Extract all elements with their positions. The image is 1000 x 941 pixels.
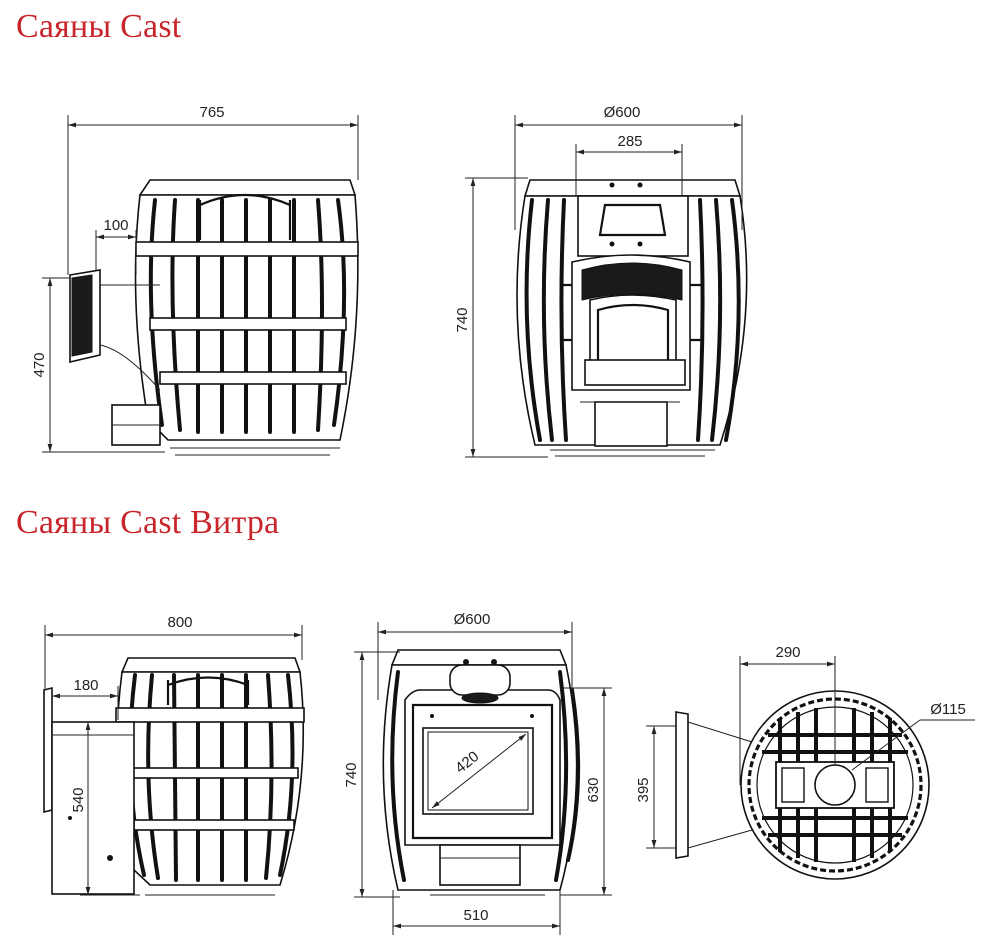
dim-740-vitra: 740 [343, 762, 360, 787]
dim-180: 180 [73, 677, 98, 694]
dim-540: 540 [70, 787, 87, 812]
dim-395: 395 [635, 777, 652, 802]
title-cast-vitra: Саяны Cast Витра [16, 504, 280, 541]
dim-285: 285 [617, 133, 642, 150]
dim-470: 470 [31, 352, 48, 377]
vitra-top-dims: 290 Ø115 395 [635, 644, 975, 849]
vitra-front-view [382, 649, 581, 896]
dim-diameter-600-vitra: Ø600 [454, 611, 491, 628]
dim-diameter-115: Ø115 [930, 701, 966, 718]
dim-290: 290 [775, 644, 800, 661]
cast-front-dims: Ø600 285 740 [454, 104, 743, 458]
cast-side-dims: 765 100 470 [31, 104, 359, 453]
dim-800: 800 [167, 614, 192, 631]
title-cast: Саяны Cast [16, 8, 182, 45]
vitra-front-dims: Ø600 740 420 630 510 [343, 611, 612, 935]
dim-diameter-600: Ø600 [604, 104, 641, 121]
vitra-side-dims: 800 180 540 [44, 614, 303, 896]
dim-740: 740 [454, 307, 471, 332]
vitra-top-view [675, 690, 930, 880]
dim-510: 510 [463, 907, 488, 924]
dim-630: 630 [585, 777, 602, 802]
cast-side-view [69, 179, 359, 456]
vitra-side-view [43, 657, 305, 896]
dim-100: 100 [103, 217, 128, 234]
dim-765: 765 [199, 104, 224, 121]
cast-front-view [516, 179, 748, 457]
